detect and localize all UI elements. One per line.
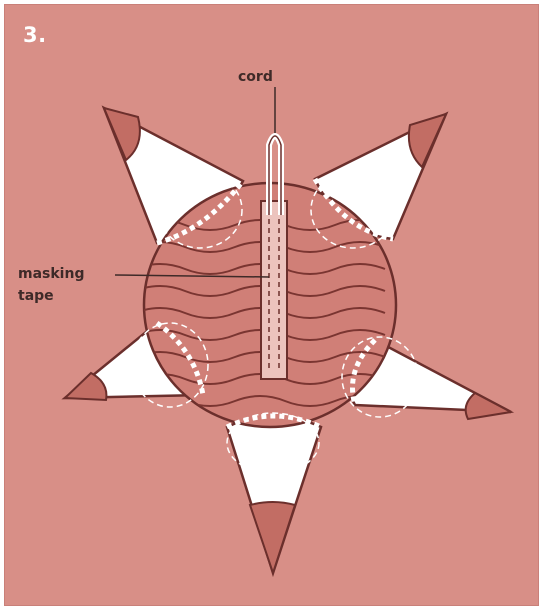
masking-tape-label-line2: tape xyxy=(18,288,54,305)
step-number: 3. xyxy=(23,23,47,47)
masking-tape-strip xyxy=(261,201,287,379)
star-pinata-diagram xyxy=(5,5,538,605)
cord-label: cord xyxy=(238,69,273,86)
star-point-bottom xyxy=(227,416,321,573)
masking-tape-label-line1: masking xyxy=(18,266,84,283)
illustration-panel: 3. cord masking tape xyxy=(4,4,539,606)
